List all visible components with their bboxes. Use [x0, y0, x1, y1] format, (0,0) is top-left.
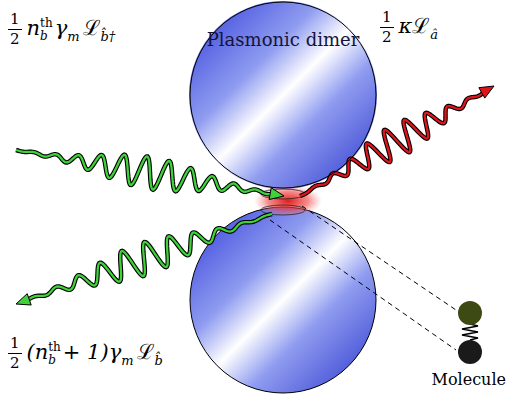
denominator: 2: [380, 28, 394, 45]
arrowhead: [16, 294, 31, 305]
arrowhead: [479, 86, 494, 98]
script-stack: thb: [40, 17, 53, 42]
subscript: b: [48, 354, 61, 367]
atom: [458, 301, 482, 325]
wave-outline: [29, 214, 272, 299]
fraction: 12: [8, 336, 22, 371]
math-symbol: n: [27, 16, 41, 40]
wave-outline: [300, 94, 482, 197]
numerator: 1: [8, 12, 22, 30]
subscript: b̂†: [101, 29, 116, 44]
subscript: b: [40, 30, 53, 43]
bottom-sphere: [190, 207, 376, 393]
numerator: 1: [380, 10, 394, 28]
arrowhead: [269, 188, 284, 200]
fraction: 12: [8, 12, 22, 47]
node-title: Plasmonic dimer: [189, 29, 377, 50]
superscript: th: [40, 17, 53, 30]
superscript: th: [48, 341, 61, 354]
sphere-border: [190, 2, 376, 188]
math-symbol: γ: [55, 16, 68, 40]
wave: [300, 94, 482, 197]
wave-outline: [16, 150, 270, 194]
top-sphere: [189, 1, 377, 189]
subscript: b̂: [155, 353, 163, 368]
sphere-node: Plasmonic dimer: [189, 1, 377, 189]
fraction: 12: [380, 10, 394, 45]
rate-formula: 12κℒâ: [380, 10, 441, 45]
rate-formula: 12(nthb+ 1)γmℒb̂: [8, 336, 166, 371]
numerator: 1: [8, 336, 22, 354]
math-symbol: ℒ: [83, 16, 101, 40]
spring: [462, 324, 478, 340]
math-symbol: ℒ: [412, 14, 430, 38]
atom: [458, 340, 482, 364]
math-symbol: + 1)γ: [63, 340, 121, 364]
math-symbol: κ: [399, 14, 413, 38]
molecule-label: Molecule: [432, 370, 506, 389]
waves: [16, 86, 494, 305]
math-symbol: (n: [27, 340, 49, 364]
wave: [16, 150, 270, 194]
leader-line: [270, 220, 456, 350]
script-stack: thb: [48, 341, 61, 366]
subscript: m: [67, 29, 79, 44]
denominator: 2: [8, 30, 22, 47]
wave: [29, 214, 272, 299]
subscript: â: [430, 27, 438, 42]
subscript: m: [121, 353, 133, 368]
math-symbol: ℒ: [137, 340, 155, 364]
rate-formula: 12nthbγmℒb̂†: [8, 12, 118, 47]
denominator: 2: [8, 354, 22, 371]
